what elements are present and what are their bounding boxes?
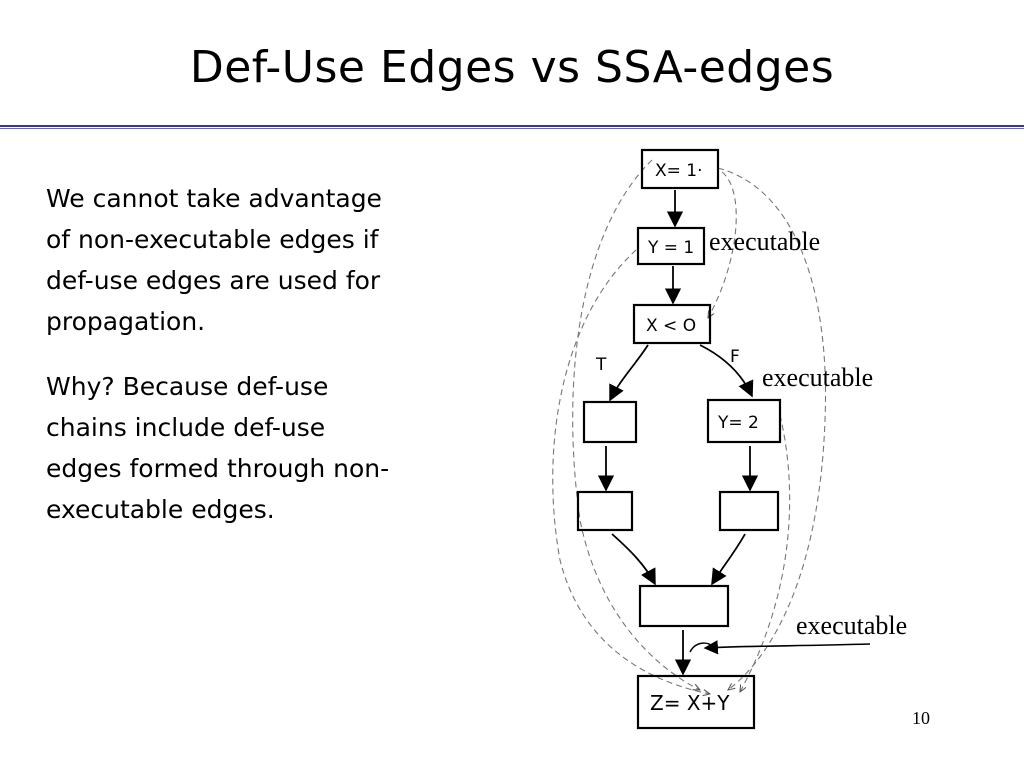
node-y-assign — [636, 226, 706, 266]
edge-cond-false — [699, 344, 754, 398]
node-else-1 — [706, 398, 782, 444]
def-use-edge-x-to-cond — [708, 171, 737, 318]
paragraph-1: We cannot take advantage of non-executab… — [46, 184, 382, 336]
node-else-2 — [718, 490, 780, 532]
def-use-edge-y1-to-sum — [552, 249, 710, 694]
cfg-nodes — [576, 148, 782, 730]
node-sum-label: Z= X+Y — [650, 691, 730, 715]
title-divider — [0, 125, 1024, 131]
executable-label-2: executable — [762, 363, 873, 392]
executable-pointer — [689, 640, 871, 655]
def-use-edge-x-to-sum-2 — [572, 159, 700, 690]
node-y-assign-label: Y = 1 — [647, 238, 694, 258]
edge-then2-to-join — [611, 533, 656, 586]
executable-label-1: executable — [709, 227, 820, 256]
branch-true-label: T — [595, 355, 607, 375]
edge-cond-true — [609, 344, 649, 402]
branch-false-label: F — [730, 347, 740, 367]
node-join — [638, 584, 730, 628]
def-use-edge-y2-to-sum — [740, 414, 791, 692]
def-use-edge-x-to-sum — [717, 167, 827, 690]
page-number: 10 — [912, 708, 930, 728]
node-sum — [636, 674, 756, 730]
node-condition — [632, 303, 712, 345]
executable-label-3: executable — [796, 611, 907, 640]
node-condition-label: X < O — [646, 316, 696, 336]
node-then-2 — [576, 490, 634, 532]
node-then-1 — [582, 400, 638, 444]
edge-else2-to-join — [711, 533, 746, 586]
slide-body: We cannot take advantage of non-executab… — [46, 178, 496, 554]
paragraph-2: Why? Because def-use chains include def-… — [46, 372, 390, 524]
node-x-assign — [640, 148, 720, 190]
node-else-1-label: Y= 2 — [717, 413, 759, 433]
node-x-assign-label: X= 1· — [655, 161, 703, 181]
control-flow-edges — [597, 190, 759, 676]
def-use-edges — [552, 159, 827, 694]
slide-title: Def-Use Edges vs SSA-edges — [189, 42, 835, 93]
